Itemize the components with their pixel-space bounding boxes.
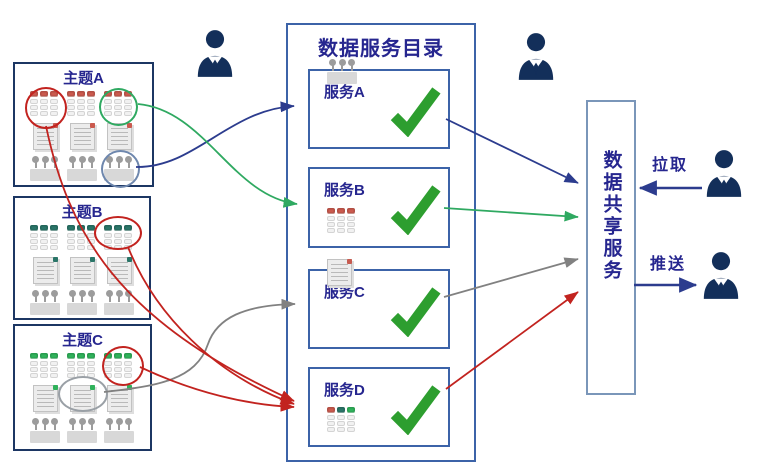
arrow-topic-a-to-service-b <box>137 103 298 208</box>
table-icon <box>30 353 60 379</box>
document-icon <box>32 123 58 150</box>
service-a-label: 服务A <box>324 84 365 101</box>
push-label: 推送 <box>650 256 687 273</box>
document-icon <box>106 123 132 150</box>
machine-icon <box>67 418 97 443</box>
catalog-title: 数据服务目录 <box>318 38 444 60</box>
person-icon <box>197 30 233 77</box>
topic-a-title: 主题A <box>63 70 104 87</box>
machine-icon <box>104 418 134 443</box>
service-d-box: 服务D <box>308 367 450 447</box>
data-sharing-service-box: 数据共享服务 <box>586 100 636 395</box>
table-icon-multicolor <box>327 407 357 433</box>
table-icon <box>30 225 60 251</box>
check-icon <box>390 385 441 435</box>
topic-c-icon-grid <box>30 353 134 443</box>
check-icon <box>390 185 441 235</box>
machine-icon <box>327 59 357 84</box>
topic-a-box: 主题A <box>13 62 154 188</box>
topic-c-title: 主题C <box>62 332 103 349</box>
topic-b-title: 主题B <box>61 204 103 221</box>
check-icon <box>390 87 441 137</box>
topic-a-icon-grid <box>30 91 134 181</box>
arrow-topic-b-to-service-d <box>127 246 295 405</box>
document-icon <box>69 123 95 150</box>
table-icon <box>67 225 97 251</box>
table-icon <box>104 353 134 379</box>
document-icon <box>69 257 95 284</box>
machine-icon <box>67 290 97 315</box>
sharing-service-label: 数据共享服务 <box>600 150 622 282</box>
service-b-label: 服务B <box>324 182 365 199</box>
service-b-box: 服务B <box>308 167 450 248</box>
document-icon <box>69 385 95 412</box>
service-d-label: 服务D <box>324 382 365 399</box>
machine-icon <box>67 156 97 181</box>
machine-icon <box>30 156 60 181</box>
arrow-topic-c-to-service-d <box>139 366 295 412</box>
service-c-box: 服务C <box>308 259 450 349</box>
machine-icon <box>30 290 60 315</box>
push-user-person-icon <box>703 252 739 299</box>
document-icon <box>32 385 58 412</box>
machine-icon <box>30 418 60 443</box>
document-icon <box>106 385 132 412</box>
table-icon <box>104 225 134 251</box>
topic-b-icon-grid <box>30 225 134 315</box>
table-icon <box>67 353 97 379</box>
table-icon <box>104 91 134 117</box>
document-icon <box>32 257 58 284</box>
service-a-box: 服务A <box>308 59 450 149</box>
data-service-catalog-box: 数据服务目录 服务A 服务B 服务C 服务D <box>286 23 476 462</box>
table-icon <box>327 208 357 234</box>
service-c-label: 服务C <box>324 284 365 301</box>
pull-user-person-icon <box>706 150 742 197</box>
machine-icon <box>104 156 134 181</box>
check-icon <box>390 287 441 337</box>
table-icon <box>30 91 60 117</box>
document-icon <box>106 257 132 284</box>
document-icon <box>327 259 352 286</box>
topic-b-box: 主题B <box>13 196 151 320</box>
table-icon <box>67 91 97 117</box>
machine-icon <box>104 290 134 315</box>
arrow-topic-a-to-service-a <box>135 101 295 168</box>
person-icon <box>518 33 554 80</box>
pull-label: 拉取 <box>652 157 689 174</box>
topic-c-box: 主题C <box>13 324 152 451</box>
